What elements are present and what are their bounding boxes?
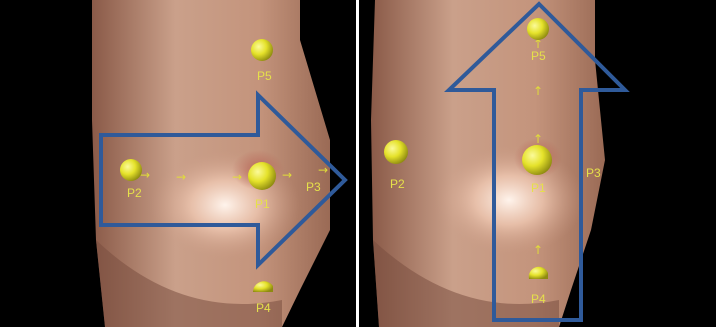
arrow-glyph-icon: ↑ — [533, 132, 543, 146]
label-p5: P5 — [257, 69, 272, 83]
label-p4: P4 — [531, 292, 546, 306]
label-p2: P2 — [390, 177, 405, 191]
arrow-glyph-icon: ↑ — [533, 243, 543, 257]
label-p5: P5 — [531, 49, 546, 63]
arrow-glyph-icon: ↑ — [533, 84, 543, 98]
label-p3: P3 — [586, 166, 601, 180]
left-panel-image: → → → → → P5 P2 P1 P3 P4 — [0, 0, 356, 327]
marker-p5 — [251, 39, 273, 61]
marker-p2 — [120, 159, 142, 181]
right-panel: ↑ ↑ ↑ ↑ P5 P2 P1 P3 P4 — [359, 0, 716, 327]
arrow-glyph-icon: → — [318, 163, 328, 177]
marker-p2 — [384, 140, 408, 164]
right-panel-image: ↑ ↑ ↑ ↑ P5 P2 P1 P3 P4 — [359, 0, 716, 327]
label-p2: P2 — [127, 186, 142, 200]
arrow-glyph-icon: → — [282, 168, 292, 182]
arrow-glyph-icon: → — [232, 170, 242, 184]
label-p1: P1 — [531, 181, 546, 195]
label-p3: P3 — [306, 180, 321, 194]
marker-p5 — [527, 18, 549, 40]
label-p4: P4 — [256, 301, 271, 315]
marker-p1 — [248, 162, 276, 190]
marker-p1 — [522, 145, 552, 175]
arrow-glyph-icon: → — [176, 170, 186, 184]
label-p1: P1 — [255, 197, 270, 211]
left-panel: → → → → → P5 P2 P1 P3 P4 — [0, 0, 356, 327]
